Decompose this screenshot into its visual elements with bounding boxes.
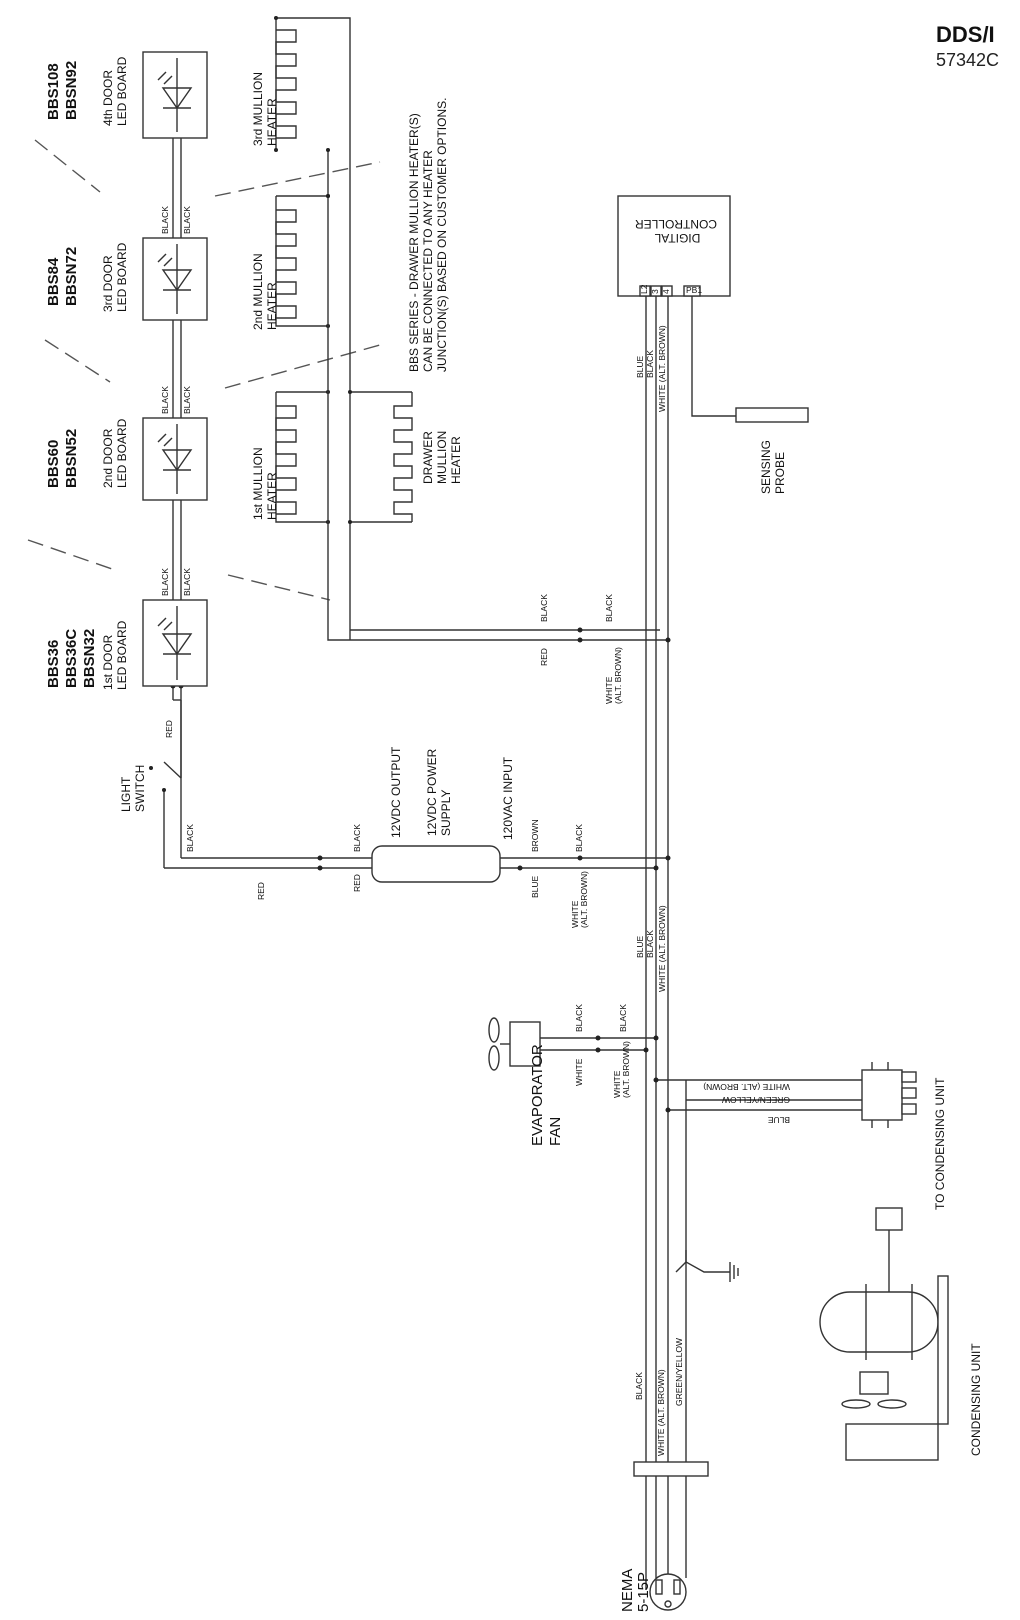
main-junctions <box>643 637 671 1113</box>
mullion-heater-1-label: 1st MULLION HEATER <box>251 444 279 520</box>
mullion-heater-3-label: 3rd MULLION HEATER <box>251 69 279 146</box>
wire-label-white-alt: WHITE (ALT. BROWN) <box>703 1082 790 1092</box>
wire-label-black: BLACK <box>604 594 614 622</box>
power-supply-output-label: 12VDC OUTPUT <box>389 746 403 838</box>
wire-label-green-yellow: GREEN/YELLOW <box>674 1338 684 1406</box>
wire-label-black: BLACK <box>645 350 655 378</box>
power-supply <box>371 845 501 883</box>
nema-plug <box>633 1461 709 1611</box>
sensing-probe-cable <box>691 296 736 417</box>
wire-label-black: BLACK <box>182 568 192 596</box>
mullion-heater-2-label: 2nd MULLION HEATER <box>251 250 279 330</box>
wire-label-white: WHITE (ALT. BROWN) <box>570 871 589 928</box>
door-2-board-label: 2nd DOOR LED BOARD <box>101 418 129 488</box>
power-supply-input-label: 120VAC INPUT <box>501 756 515 840</box>
door-4-board-label: 4th DOOR LED BOARD <box>101 56 129 126</box>
led-board-2 <box>142 417 208 501</box>
wire-label-white-alt: WHITE (ALT. BROWN) <box>656 1369 666 1456</box>
door-3-models: BBS84 BBSN72 <box>45 247 80 306</box>
condensing-unit <box>819 1207 949 1461</box>
wire-label-red: RED <box>352 874 362 892</box>
controller-terminal: L2 <box>639 284 649 294</box>
light-switch-label: LIGHT SWITCH <box>119 765 147 812</box>
sensing-probe-label: SENSING PROBE <box>759 437 787 494</box>
wire-label-black: BLACK <box>160 386 170 414</box>
light-switch-contact <box>162 788 166 792</box>
wire-label-black: BLACK <box>539 594 549 622</box>
section-divider-3 <box>34 139 381 197</box>
drawer-mullion-heater-label: DRAWER MULLION HEATER <box>421 427 463 484</box>
wire-label-black: BLACK <box>185 824 195 852</box>
wire-label-red: RED <box>539 648 549 666</box>
door-4-models: BBS108 BBSN92 <box>45 59 80 120</box>
wire-label-black: BLACK <box>182 206 192 234</box>
evaporator-fan-label: EVAPORATOR FAN <box>529 1040 564 1146</box>
wire-label-black: BLACK <box>618 1004 628 1032</box>
wire-label-black: BLACK <box>182 386 192 414</box>
controller-terminal: 4 <box>661 289 671 294</box>
section-divider-2 <box>44 339 381 389</box>
led-board-chain <box>163 138 372 871</box>
wire-label-blue: BLUE <box>767 1115 790 1125</box>
door-3-board-label: 3rd DOOR LED BOARD <box>101 242 129 312</box>
document-title: DDS/I <box>936 22 995 47</box>
led-board-4 <box>142 51 208 139</box>
led-board-3 <box>142 237 208 321</box>
power-supply-label: 12VDC POWER SUPPLY <box>425 745 453 836</box>
wire-label-red: RED <box>164 720 174 738</box>
light-switch-contact <box>149 766 153 770</box>
led-board-1 <box>142 599 208 687</box>
door-2-models: BBS60 BBSN52 <box>45 429 80 488</box>
wire-label-black: BLACK <box>160 206 170 234</box>
wire-label-black: BLACK <box>352 824 362 852</box>
mullion-heater-1 <box>275 390 330 524</box>
to-condensing-unit-label: TO CONDENSING UNIT <box>933 1077 947 1210</box>
controller-wires <box>645 296 687 1578</box>
wire-label-black: BLACK <box>574 824 584 852</box>
section-divider-1 <box>27 539 331 601</box>
wire-label-green-yellow: GREEN/YELLOW <box>722 1095 790 1105</box>
door-1-board-label: 1st DOOR LED BOARD <box>101 620 129 690</box>
wire-label-white: WHITE (ALT. BROWN) <box>612 1041 631 1098</box>
wire-label-black: BLACK <box>574 1004 584 1032</box>
ground-symbol <box>675 1250 739 1282</box>
wire-label-blue: BLUE <box>530 875 540 898</box>
nema-plug-label: NEMA 5-15P <box>619 1565 652 1612</box>
mullion-heater-2 <box>275 194 330 328</box>
wire-label-black: BLACK <box>634 1372 644 1400</box>
wire-label-blue: BLUE <box>635 355 645 378</box>
wire-label-black: BLACK <box>645 930 655 958</box>
evaporator-fan <box>488 1017 656 1071</box>
condensing-unit-label: CONDENSING UNIT <box>969 1343 983 1456</box>
condensing-unit-connector <box>656 1062 917 1128</box>
digital-controller-label: DIGITAL CONTROLLER <box>635 217 717 245</box>
drawer-mullion-heater <box>348 390 413 524</box>
mullion-heater-3 <box>274 16 351 640</box>
wire-label-brown: BROWN <box>530 819 540 852</box>
door-1-models: BBS36 BBS36C BBSN32 <box>45 625 98 688</box>
wire-label-white-alt: WHITE (ALT. BROWN) <box>657 325 667 412</box>
controller-terminal: 3 <box>650 289 660 294</box>
wire-label-blue: BLUE <box>635 935 645 958</box>
sensing-probe <box>735 407 809 423</box>
heater-note: BBS SERIES - DRAWER MULLION HEATER(S) CA… <box>407 98 449 372</box>
document-number: 57342C <box>936 50 1000 70</box>
wire-label-black: BLACK <box>160 568 170 596</box>
wire-label-white: WHITE <box>574 1058 584 1086</box>
heater-bus <box>327 150 668 641</box>
wire-label-white: WHITE (ALT. BROWN) <box>604 647 623 704</box>
wire-label-red: RED <box>256 882 266 900</box>
controller-terminal: PB1 <box>686 285 702 295</box>
wire-label-white-alt: WHITE (ALT. BROWN) <box>657 905 667 992</box>
digital-controller <box>617 195 731 297</box>
